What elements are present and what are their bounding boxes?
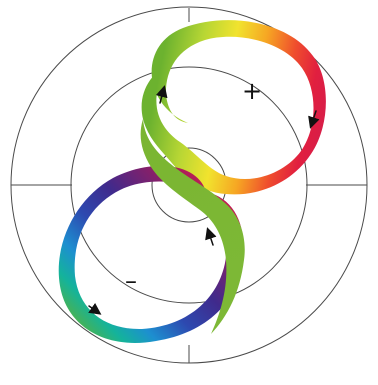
positive-sign: + — [242, 77, 262, 105]
center-green-band — [141, 119, 245, 334]
negative-sign: – — [125, 267, 137, 295]
arrow-up-right-icon — [208, 230, 213, 245]
